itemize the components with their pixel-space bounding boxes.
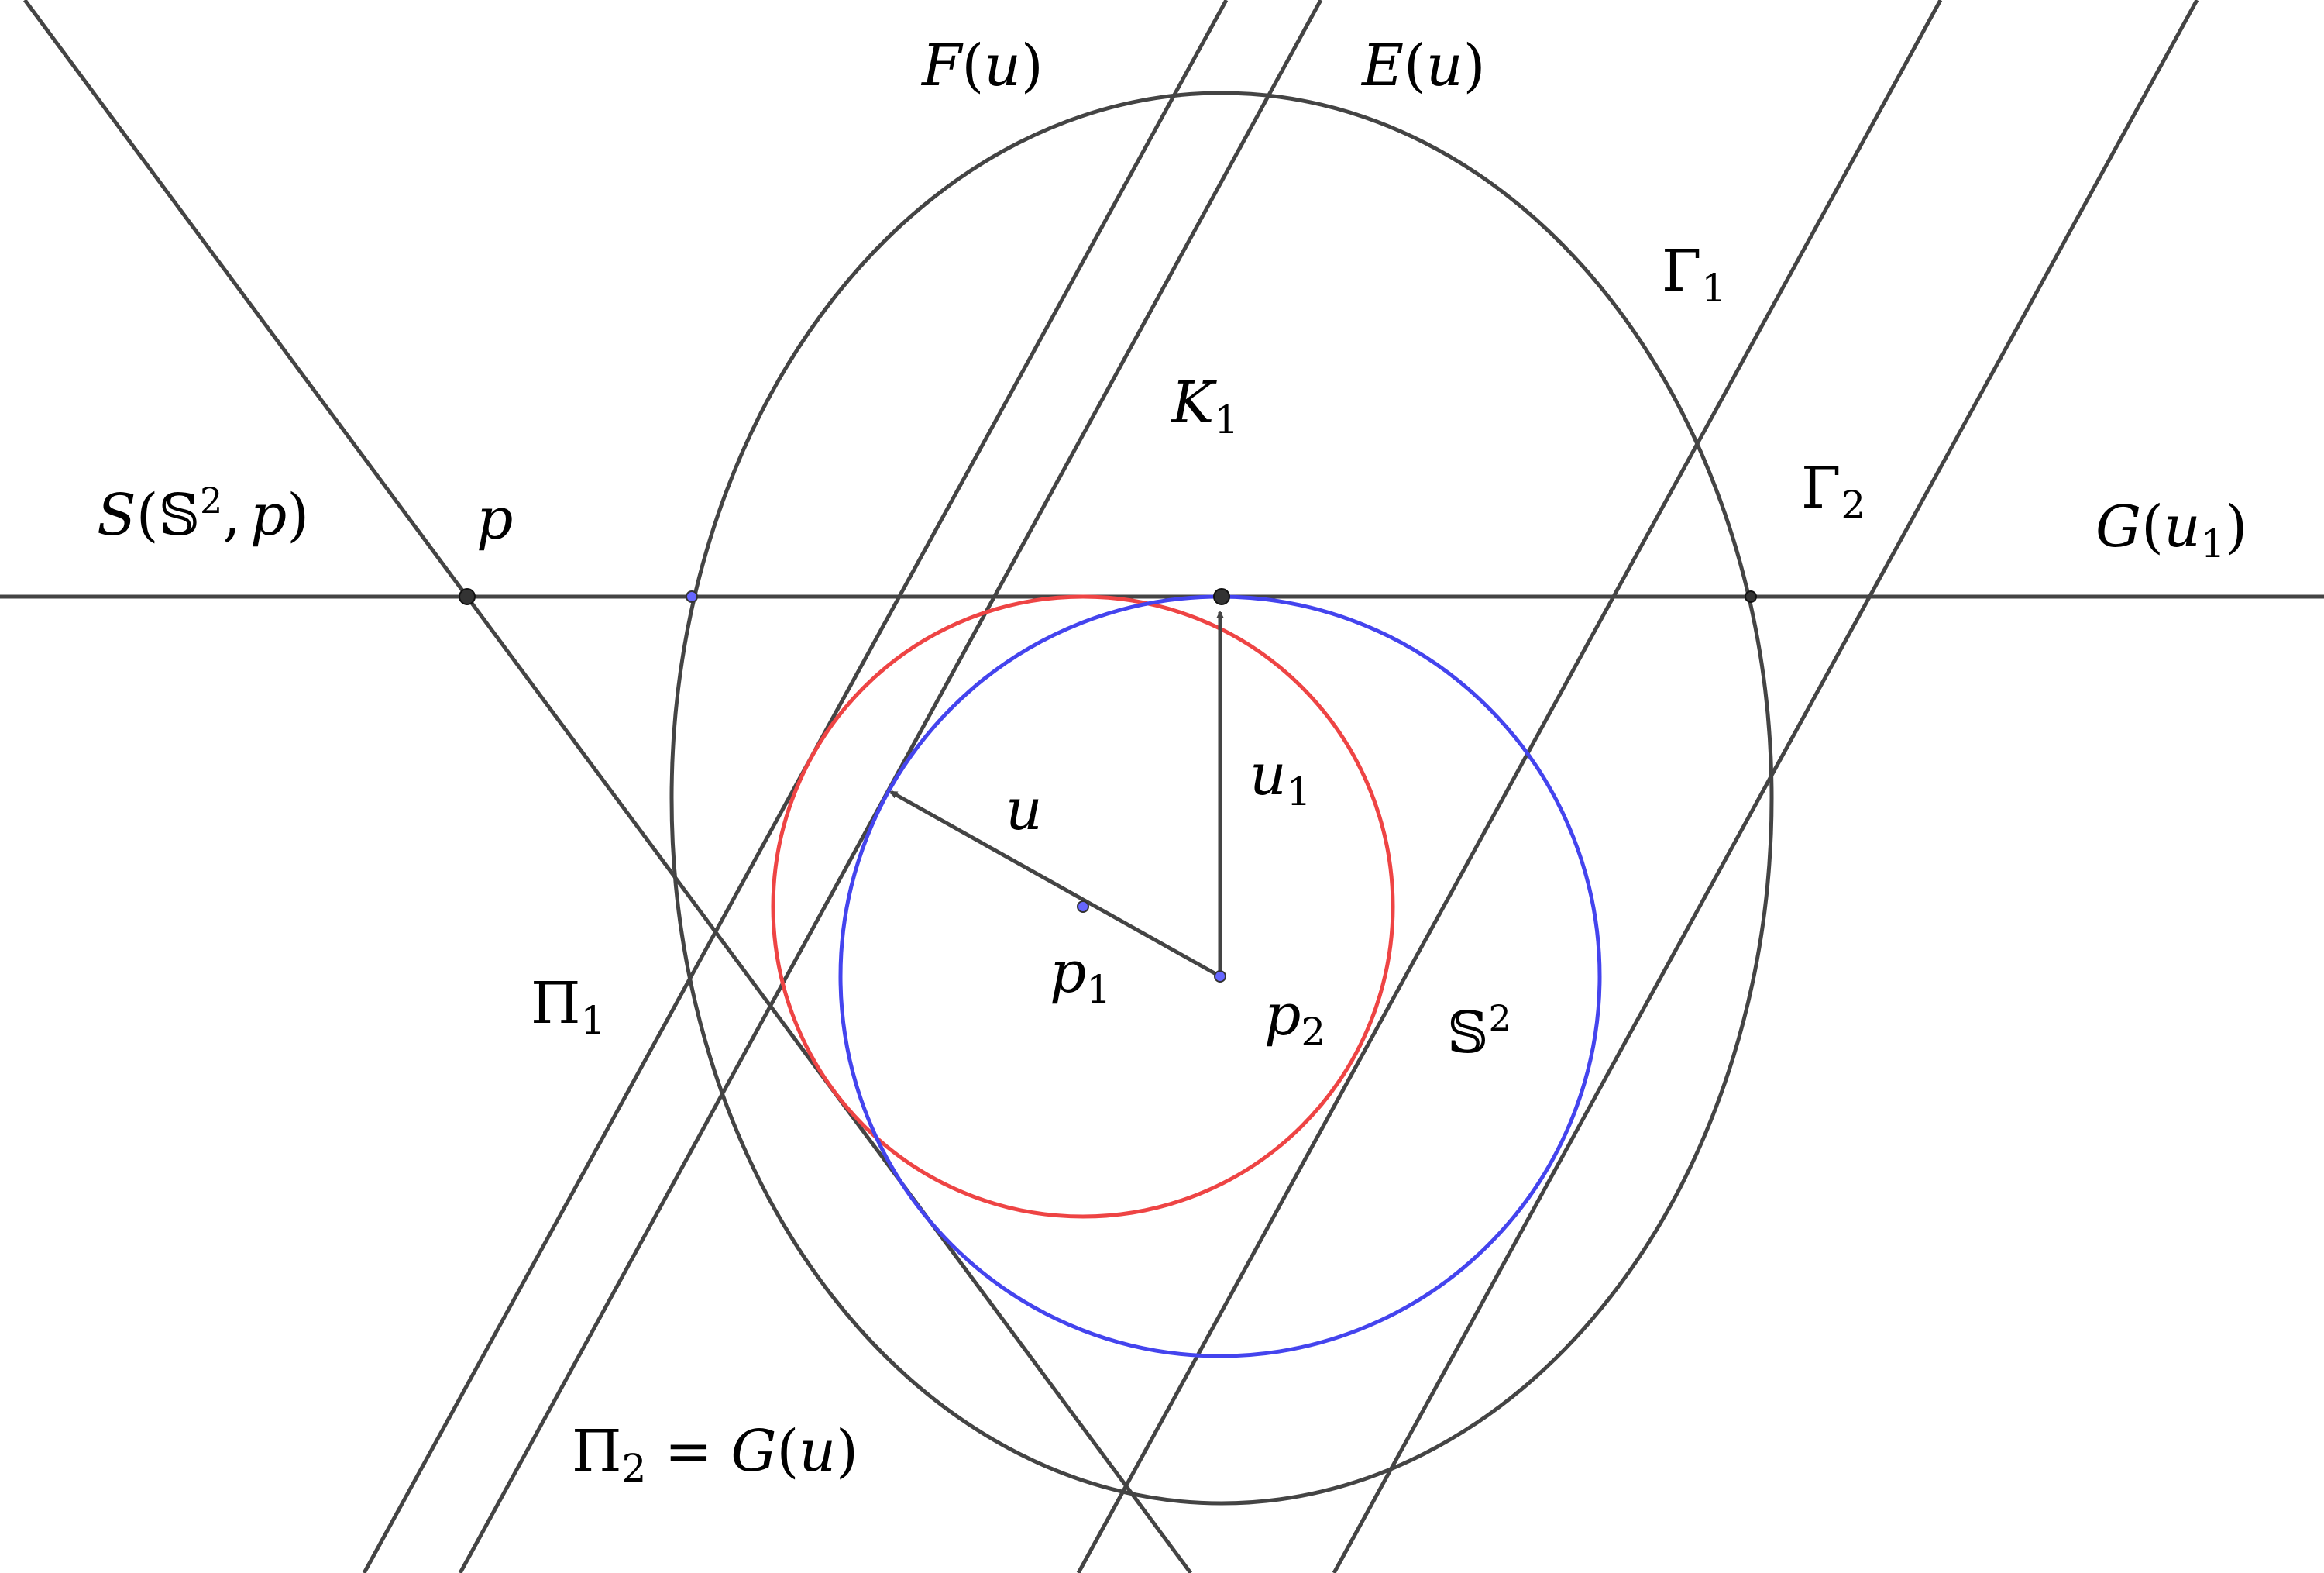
line-s-pi2 bbox=[22, 0, 1193, 1573]
label-e-u: E(u) bbox=[1360, 33, 1485, 99]
label-pi1: Π1 bbox=[531, 970, 605, 1043]
label-gamma1: Γ1 bbox=[1662, 238, 1726, 311]
label-g-u1: G(u1) bbox=[2095, 494, 2247, 566]
ellipse-gamma1 bbox=[669, 91, 1774, 1506]
point-top-tangent bbox=[1213, 588, 1230, 605]
label-k1: K1 bbox=[1170, 370, 1239, 442]
red-circle bbox=[771, 594, 1395, 1219]
label-u1: u1 bbox=[1250, 742, 1311, 814]
label-p2: p2 bbox=[1264, 982, 1325, 1055]
point-p2 bbox=[1214, 970, 1226, 983]
point-left-intersection bbox=[686, 590, 698, 603]
label-p1: p1 bbox=[1050, 939, 1111, 1012]
label-f-u: F(u) bbox=[920, 33, 1043, 99]
line-right bbox=[1332, 0, 2199, 1573]
label-u: u bbox=[1006, 776, 1043, 843]
point-gamma2 bbox=[1745, 590, 1757, 603]
line-f-u bbox=[362, 0, 1229, 1573]
vector-u bbox=[889, 790, 1222, 979]
point-p bbox=[459, 588, 476, 605]
point-p1 bbox=[1077, 900, 1089, 913]
label-gamma2: Γ2 bbox=[1801, 455, 1865, 528]
label-pi2-g-u: Π2 = G(u) bbox=[572, 1418, 858, 1491]
label-sphere: 𝕊2 bbox=[1447, 997, 1511, 1066]
label-p: p bbox=[476, 486, 513, 552]
line-gamma2 bbox=[1076, 0, 1943, 1573]
label-s-sphere-p: S(𝕊2,p) bbox=[97, 480, 309, 549]
